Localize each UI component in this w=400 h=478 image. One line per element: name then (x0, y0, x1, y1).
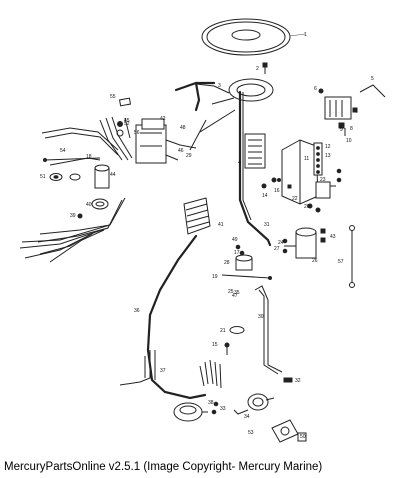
callout-47: 47 (232, 293, 238, 299)
callout-49: 49 (232, 237, 238, 243)
callout-33: 33 (220, 406, 226, 412)
callout-3: 3 (218, 83, 221, 89)
callout-30: 30 (258, 314, 264, 320)
callout-27: 27 (274, 246, 280, 252)
callout-48: 48 (180, 125, 186, 131)
callout-2: 2 (256, 66, 259, 72)
terminal-block (244, 133, 266, 169)
callout-51: 51 (40, 174, 46, 180)
flywheel-nut (262, 62, 268, 74)
callout-25: 25 (228, 289, 234, 295)
callout-9: 9 (340, 127, 343, 133)
switch-bezel (271, 419, 307, 443)
mounting-bracket (281, 139, 319, 205)
screw-lower (283, 377, 293, 383)
grommet (49, 173, 63, 181)
callout-38: 38 (208, 400, 214, 406)
callout-45: 45 (124, 118, 130, 124)
main-wiring-harness (174, 81, 272, 247)
callout-34: 34 (244, 414, 250, 420)
callout-42: 42 (160, 116, 166, 122)
callout-20: 20 (304, 204, 310, 210)
starter-solenoid-left (94, 164, 110, 189)
relay (315, 181, 336, 199)
starter-solenoid (235, 244, 253, 271)
callout-13: 13 (325, 153, 331, 159)
callout-52: 52 (124, 121, 130, 127)
clamp (229, 326, 245, 334)
callout-12: 12 (325, 144, 331, 150)
callout-16: 16 (274, 188, 280, 194)
plug-connector (91, 198, 109, 210)
terminal-strip (313, 142, 323, 176)
callout-24: 24 (278, 240, 284, 246)
ground-strap (359, 84, 386, 98)
lower-fasteners (211, 401, 219, 415)
callout-14: 14 (262, 193, 268, 199)
callout-39: 39 (70, 213, 76, 219)
callout-53: 53 (248, 430, 254, 436)
callout-36: 36 (134, 308, 140, 314)
callout-15: 15 (212, 342, 218, 348)
callout-55: 55 (110, 94, 116, 100)
wire-bundle-left (19, 197, 126, 263)
callout-1: 1 (304, 32, 307, 38)
remote-harness (119, 234, 207, 400)
callout-37: 37 (160, 368, 166, 374)
fasteners (261, 168, 342, 213)
callout-labels: 1 2 3 4 5 6 7 8 9 10 11 12 13 14 15 16 1… (40, 32, 374, 440)
callout-17: 17 (234, 250, 240, 256)
decal (118, 97, 132, 107)
solenoid-bracket (282, 227, 326, 259)
ground-rod (349, 225, 355, 288)
callout-5: 5 (371, 76, 374, 82)
screw (224, 342, 230, 355)
callout-11: 11 (304, 156, 309, 162)
callout-40: 40 (86, 202, 92, 208)
callout-46: 46 (178, 148, 184, 154)
callout-6: 6 (314, 86, 317, 92)
clip (77, 213, 83, 219)
callout-44: 44 (110, 172, 116, 178)
callout-56: 56 (134, 130, 140, 136)
connector-fan (199, 359, 222, 389)
callout-31: 31 (264, 222, 270, 228)
callout-26: 26 (312, 258, 318, 264)
callout-8: 8 (350, 126, 353, 132)
cap (69, 173, 81, 181)
callout-22: 22 (292, 196, 298, 202)
flywheel (201, 18, 306, 56)
image-caption: MercuryPartsOnline v2.5.1 (Image Copyrig… (4, 461, 323, 473)
callout-19: 19 (212, 274, 218, 280)
callout-21: 21 (220, 328, 226, 334)
lead-wire (43, 157, 101, 162)
callout-50: 50 (300, 434, 306, 440)
callout-10: 10 (346, 138, 352, 144)
callout-23: 23 (320, 177, 326, 183)
callout-18: 18 (86, 154, 92, 160)
ignition-switch (233, 393, 275, 415)
switch-box (135, 118, 197, 164)
callout-32: 32 (295, 378, 301, 384)
callout-4: 4 (238, 160, 241, 166)
callout-28: 28 (224, 260, 230, 266)
wire-loom-plate (183, 197, 211, 235)
callout-57: 57 (338, 259, 344, 265)
callout-29: 29 (186, 153, 192, 159)
battery-lead (221, 274, 272, 280)
callout-41: 41 (218, 222, 224, 228)
rectifier (318, 88, 358, 136)
callout-35: 35 (234, 290, 240, 296)
warning-horn (173, 402, 208, 422)
callout-43: 43 (330, 234, 336, 240)
battery-cable (254, 285, 283, 375)
callout-7: 7 (355, 109, 358, 115)
callout-54: 54 (60, 148, 66, 154)
